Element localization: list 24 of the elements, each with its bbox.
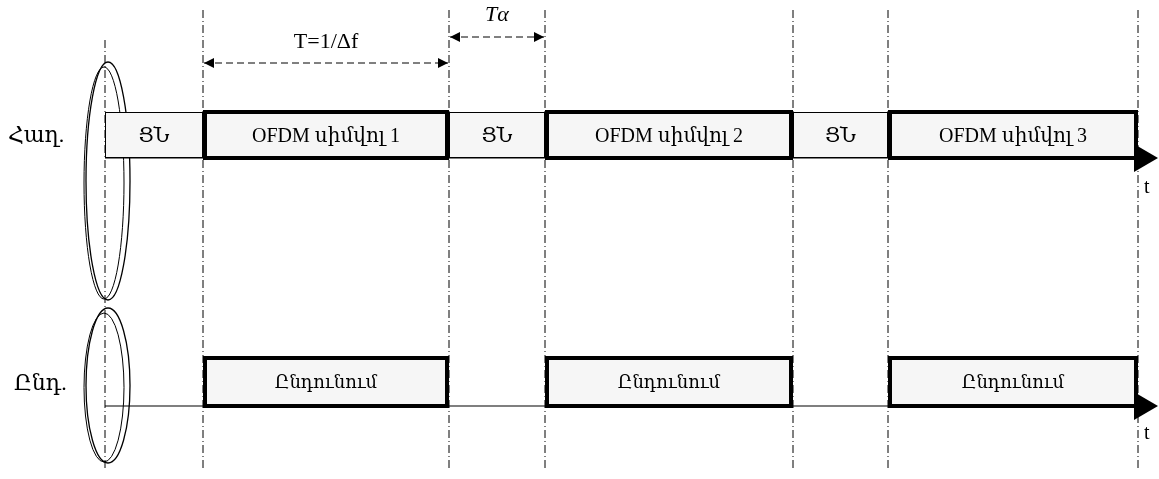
guard-interval-box [449, 112, 545, 158]
row-label: Ընդ. [14, 372, 67, 394]
box-label: OFDM սիմվոլ 3 [939, 123, 1087, 147]
box-label: Ընդունում [274, 371, 378, 393]
symbol-box [545, 110, 793, 160]
box-label: Ընդունում [961, 371, 1065, 393]
box-label: OFDM սիմվոլ 1 [252, 123, 400, 147]
dimension-label: Tα [485, 3, 509, 25]
reception-box [545, 356, 793, 408]
box-label: ՑՆ [825, 123, 856, 147]
symbol-box [203, 110, 449, 160]
axis-label: t [1144, 176, 1150, 196]
row-label: Հաղ. [8, 124, 65, 146]
guard-interval-box [793, 112, 888, 158]
box-label: ՑՆ [481, 123, 513, 147]
guard-interval-box [105, 112, 203, 158]
reception-box [888, 356, 1138, 408]
box-label: ՑՆ [138, 123, 170, 147]
box-label: OFDM սիմվոլ 2 [595, 123, 743, 147]
dimension-label: T=1/Δf [293, 30, 359, 52]
reception-box [203, 356, 449, 408]
symbol-box [888, 110, 1138, 160]
axis-label: t [1144, 422, 1150, 442]
box-label: Ընդունում [617, 371, 721, 393]
